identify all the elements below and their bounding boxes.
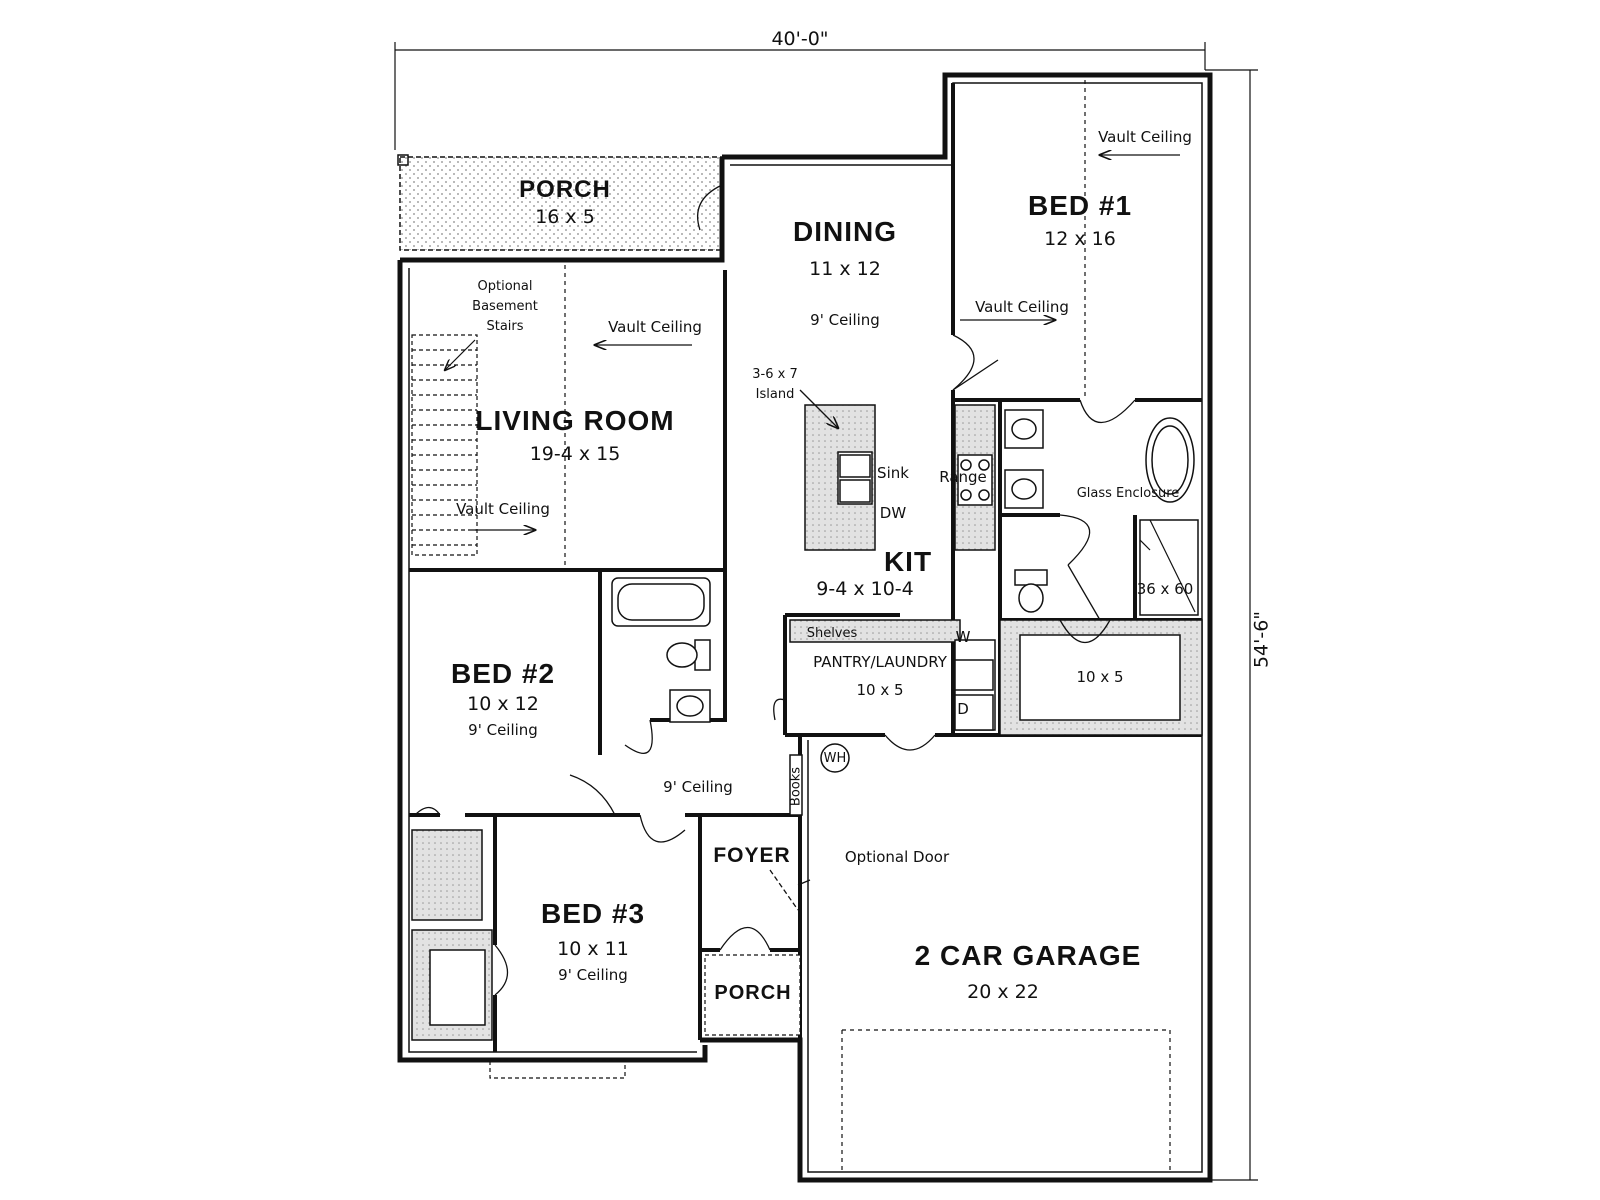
porch-top-title: PORCH xyxy=(519,176,611,203)
bed2-size: 10 x 12 xyxy=(467,693,539,715)
dining-title: DINING xyxy=(793,216,897,247)
exterior-walls xyxy=(397,72,1213,1183)
bed1-vault-b: Vault Ceiling xyxy=(975,298,1069,316)
porch-top-size: 16 x 5 xyxy=(535,206,595,228)
width-dimension: 40'-0" xyxy=(771,28,829,50)
fixtures xyxy=(611,409,1199,773)
pantry-title: PANTRY/LAUNDRY xyxy=(813,653,947,671)
wh-label: WH xyxy=(823,751,847,766)
washer-label: W xyxy=(955,628,971,646)
range-label: Range xyxy=(939,468,987,486)
foyer-title: FOYER xyxy=(713,844,791,867)
books-label: Books xyxy=(788,766,804,807)
depth-dimension: 54'-6" xyxy=(1250,610,1273,669)
optional-door: Optional Door xyxy=(844,848,950,866)
stairs-line2: Basement xyxy=(472,299,538,314)
sink-label: Sink xyxy=(877,464,909,482)
bed2-title: BED #2 xyxy=(450,658,556,689)
dining-ceiling: 9' Ceiling xyxy=(810,311,880,329)
toilet-master xyxy=(1014,569,1048,586)
porch-front-title: PORCH xyxy=(714,982,792,1004)
living-vault-a: Vault Ceiling xyxy=(608,318,702,336)
kitchen-title: KIT xyxy=(883,546,933,577)
bed1-title: BED #1 xyxy=(1027,190,1133,221)
bed3-title: BED #3 xyxy=(540,898,646,929)
glass-enclosure: Glass Enclosure xyxy=(1076,486,1180,501)
bed2-ceiling: 9' Ceiling xyxy=(468,721,538,739)
dw-label: DW xyxy=(879,504,907,522)
shower-size: 36 x 60 xyxy=(1136,580,1194,598)
kitchen-size: 9-4 x 10-4 xyxy=(816,578,914,600)
bed3-size: 10 x 11 xyxy=(557,938,629,960)
porch-front-area xyxy=(704,954,801,1036)
shelves-label: Shelves xyxy=(806,626,858,641)
stairs-line1: Optional xyxy=(477,279,533,294)
garage-title: 2 CAR GARAGE xyxy=(914,940,1142,971)
closet-size: 10 x 5 xyxy=(1076,668,1124,686)
living-size: 19-4 x 15 xyxy=(529,443,621,465)
bed3-ceiling: 9' Ceiling xyxy=(558,966,628,984)
living-title: LIVING ROOM xyxy=(475,405,675,436)
pantry-size: 10 x 5 xyxy=(856,681,904,699)
island-label: Island xyxy=(755,387,795,402)
bed1-size: 12 x 16 xyxy=(1044,228,1116,250)
porch-top-area xyxy=(399,156,723,251)
stairs-line3: Stairs xyxy=(486,319,524,334)
garage-size: 20 x 22 xyxy=(967,981,1039,1003)
dining-size: 11 x 12 xyxy=(809,258,881,280)
island-size: 3-6 x 7 xyxy=(752,367,798,382)
bed1-vault-a: Vault Ceiling xyxy=(1098,128,1192,146)
hall-ceiling: 9' Ceiling xyxy=(663,778,733,796)
shower xyxy=(1139,519,1199,616)
living-vault-b: Vault Ceiling xyxy=(456,500,550,518)
dimension-lines xyxy=(394,42,1258,1181)
dryer-label: D xyxy=(957,700,969,718)
interior-walls xyxy=(409,83,1202,1052)
basement-stairs xyxy=(411,334,478,556)
